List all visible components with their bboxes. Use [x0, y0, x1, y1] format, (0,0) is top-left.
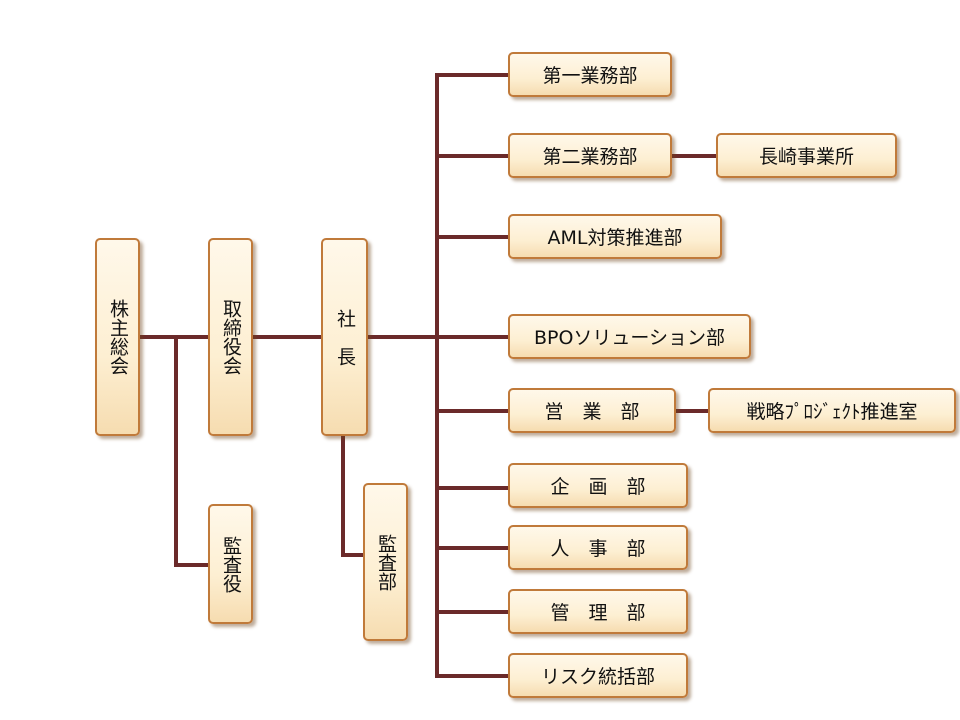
node-audit-dept: 監査部 [363, 483, 408, 641]
node-bpo: BPOソリューション部 [508, 314, 751, 359]
node-auditor: 監査役 [208, 504, 253, 624]
node-admin-label: 管 理 部 [550, 602, 646, 624]
node-dept2: 第二業務部 [508, 133, 672, 178]
node-dept2-label: 第二業務部 [542, 146, 638, 168]
node-risk-label: リスク統括部 [540, 666, 655, 688]
node-planning-label: 企 画 部 [550, 476, 646, 498]
node-sales-label: 営 業 部 [544, 401, 640, 423]
node-aml: AML対策推進部 [508, 214, 722, 259]
node-nagasaki: 長崎事業所 [716, 133, 897, 178]
node-auditor-label: 監査役 [220, 535, 242, 593]
node-hr: 人 事 部 [508, 525, 688, 570]
node-board: 取締役会 [208, 238, 253, 436]
node-sales: 営 業 部 [508, 388, 676, 433]
node-president: 社 長 [321, 238, 368, 436]
node-shareholders-label: 株主総会 [107, 299, 129, 375]
node-risk: リスク統括部 [508, 653, 688, 698]
node-audit-dept-label: 監査部 [375, 533, 397, 591]
node-planning: 企 画 部 [508, 463, 688, 508]
node-bpo-label: BPOソリューション部 [533, 327, 726, 349]
node-admin: 管 理 部 [508, 589, 688, 634]
node-aml-label: AML対策推進部 [547, 227, 683, 249]
node-hr-label: 人 事 部 [550, 538, 646, 560]
node-strategic-label: 戦略ﾌﾟﾛｼﾞｪｸﾄ推進室 [746, 401, 918, 423]
node-nagasaki-label: 長崎事業所 [758, 146, 854, 168]
node-dept1-label: 第一業務部 [542, 65, 638, 87]
node-strategic: 戦略ﾌﾟﾛｼﾞｪｸﾄ推進室 [708, 388, 956, 433]
node-dept1: 第一業務部 [508, 52, 672, 97]
node-board-label: 取締役会 [220, 299, 242, 375]
node-president-label: 社 長 [334, 308, 356, 366]
node-shareholders: 株主総会 [95, 238, 140, 436]
